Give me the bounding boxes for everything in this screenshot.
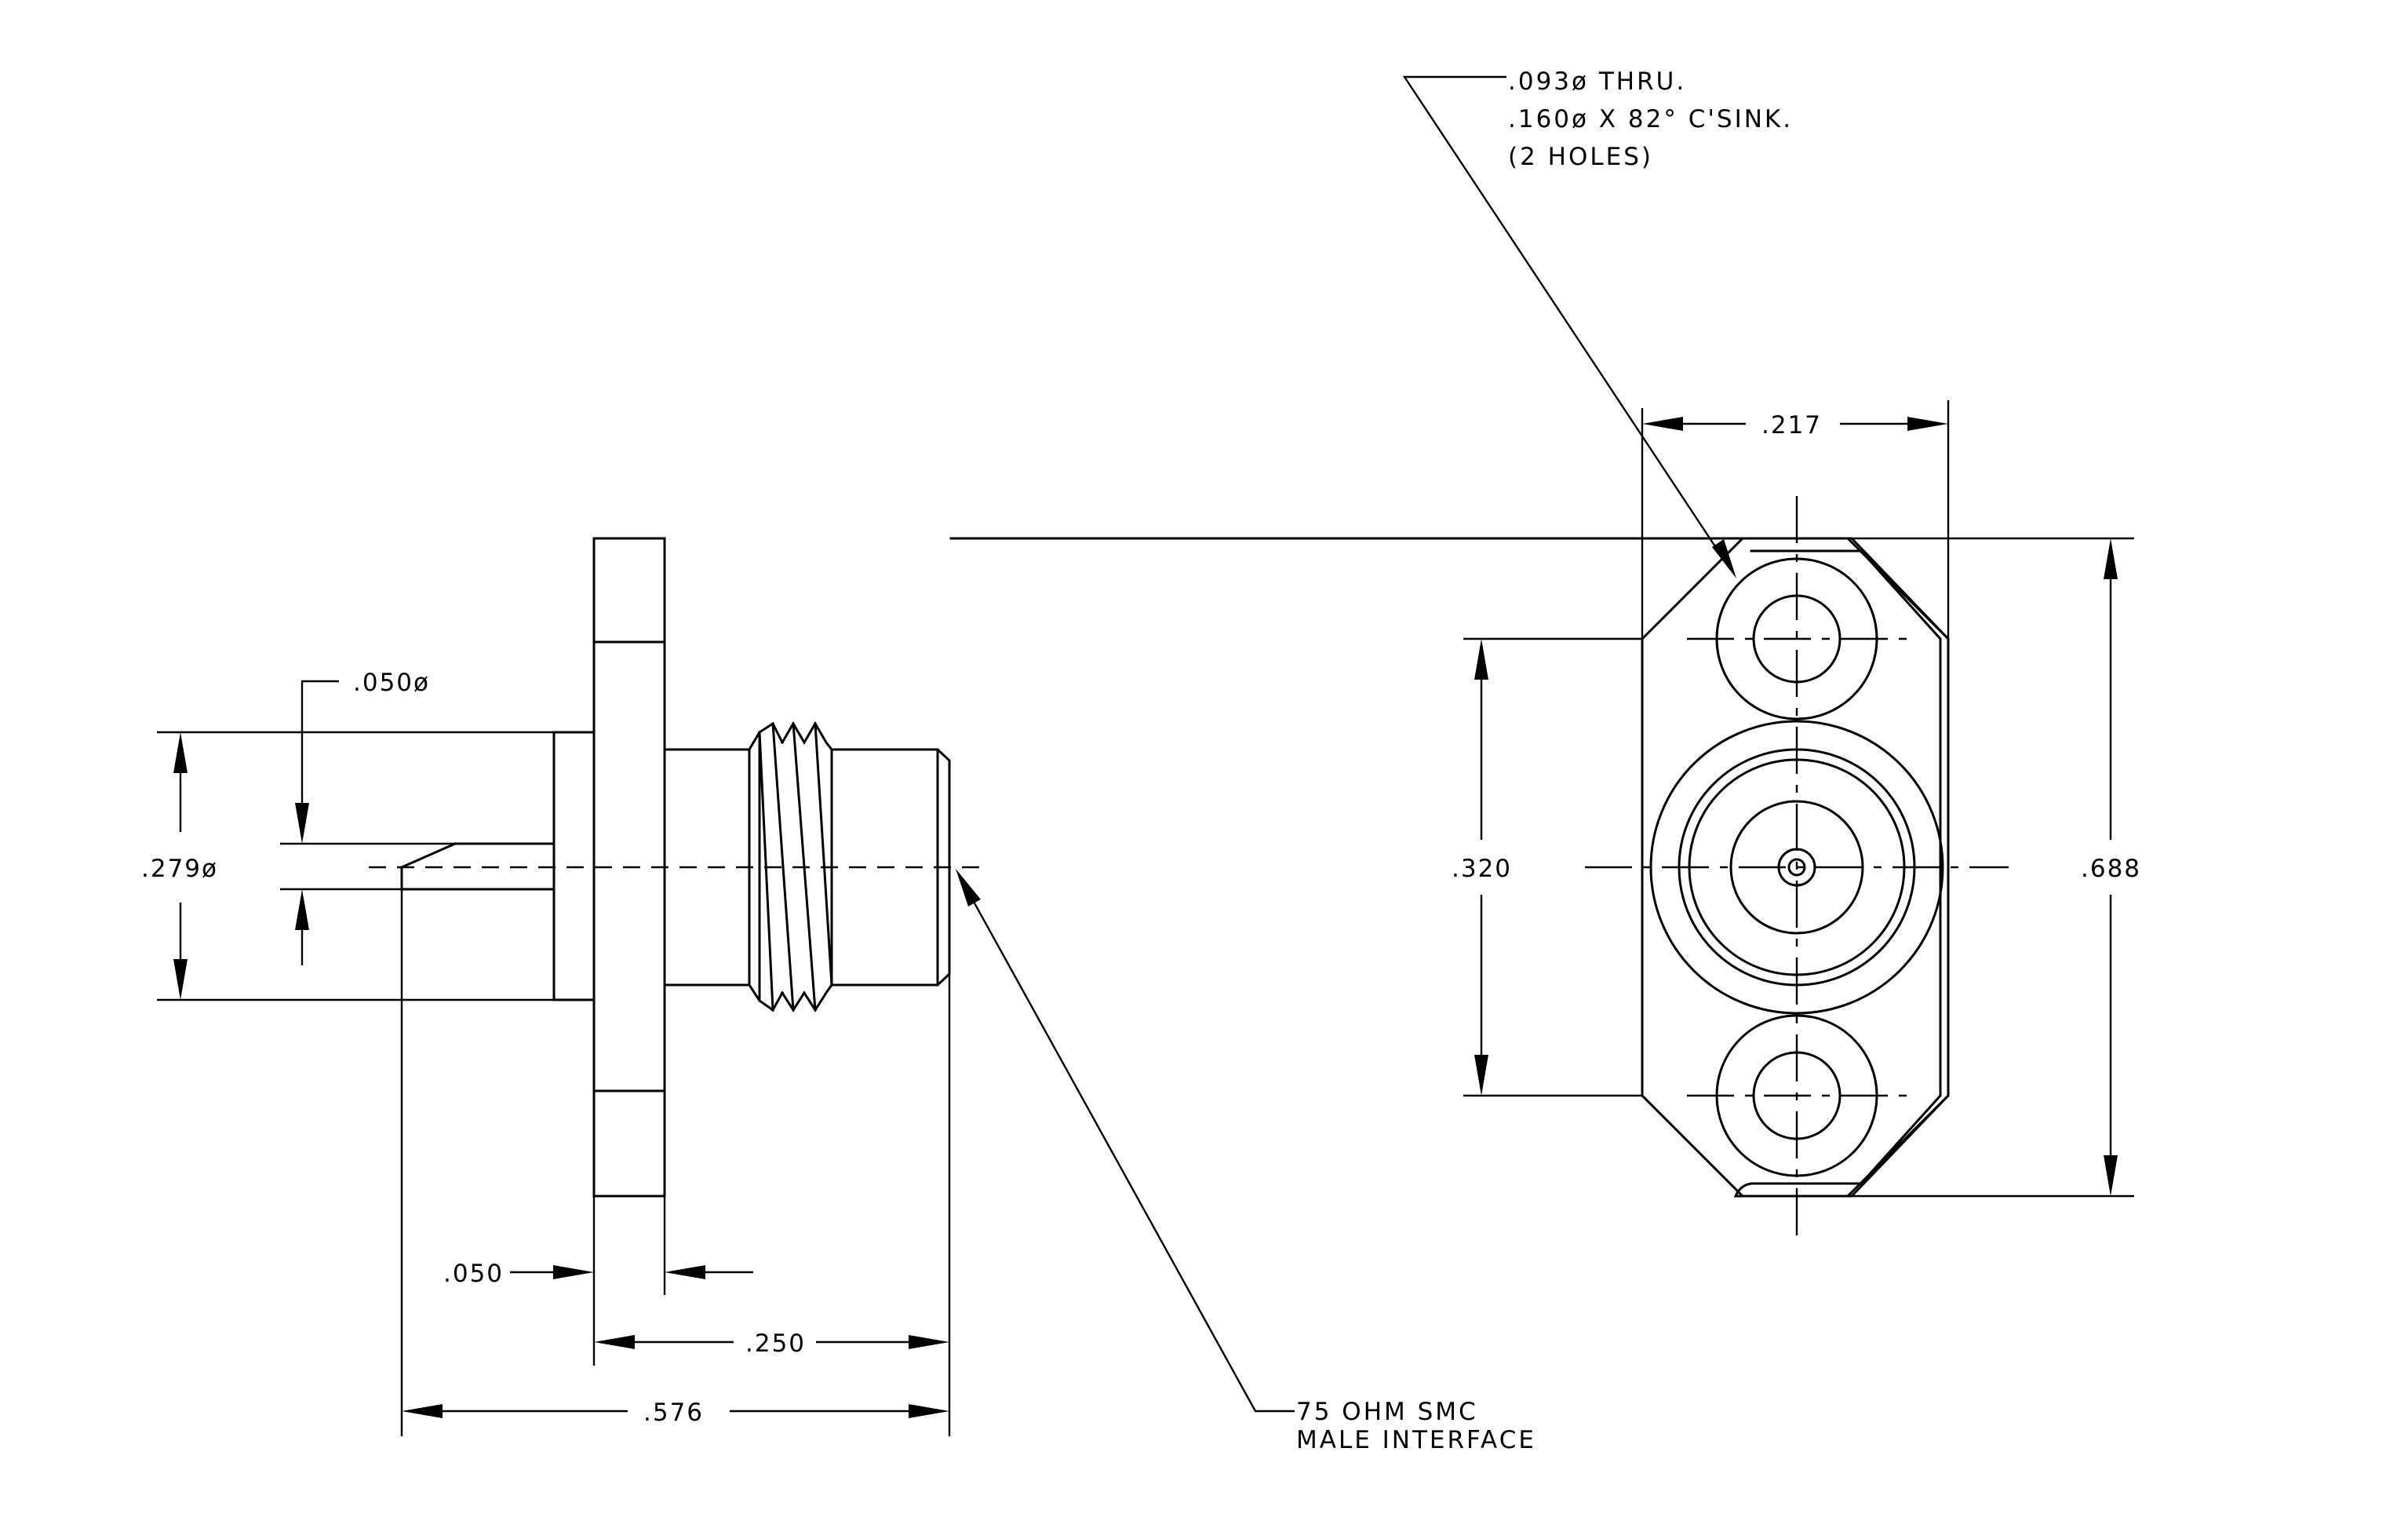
interface-callout: 75 OHM SMC MALE INTERFACE: [956, 869, 1536, 1454]
label-pin-diameter: .050ø: [353, 669, 430, 697]
holes-note-line3: (2 HOLES): [1508, 143, 1653, 171]
label-overall-length: .576: [643, 1399, 704, 1427]
label-flange-width: .217: [1761, 411, 1822, 440]
label-body-diameter: .279ø: [141, 855, 218, 883]
side-view: .279ø .050ø .050 .250: [141, 537, 1536, 1454]
interface-note-line2: MALE INTERFACE: [1296, 1426, 1536, 1454]
dim-hole-spacing: .320: [1452, 639, 1512, 1096]
holes-note-line1: .093ø THRU.: [1508, 67, 1686, 96]
dim-flange-width: .217: [1642, 411, 1948, 440]
dim-overall-length: .576: [402, 1399, 949, 1427]
dim-flange-height: .688: [2081, 538, 2141, 1196]
label-hole-spacing: .320: [1452, 855, 1512, 883]
dim-flange-thickness: .050: [443, 1260, 753, 1288]
holes-note-line2: .160ø X 82° C'SINK.: [1508, 105, 1793, 133]
dim-body-diameter: .279ø: [141, 732, 218, 1000]
holes-callout: .093ø THRU. .160ø X 82° C'SINK. (2 HOLES…: [1402, 67, 1793, 578]
rear-body: [552, 731, 596, 1001]
label-interface-length: .250: [745, 1330, 806, 1358]
center-pin: [400, 842, 556, 891]
label-flange-height: .688: [2081, 855, 2141, 883]
label-flange-thickness: .050: [443, 1260, 504, 1288]
dim-pin-diameter: .050ø: [295, 669, 430, 965]
dim-interface-length: .250: [594, 1330, 949, 1358]
front-view: .217 .320 .688 .093ø THRU. .160ø X 82° C…: [949, 67, 2141, 1240]
interface-note-line1: 75 OHM SMC: [1296, 1398, 1478, 1426]
